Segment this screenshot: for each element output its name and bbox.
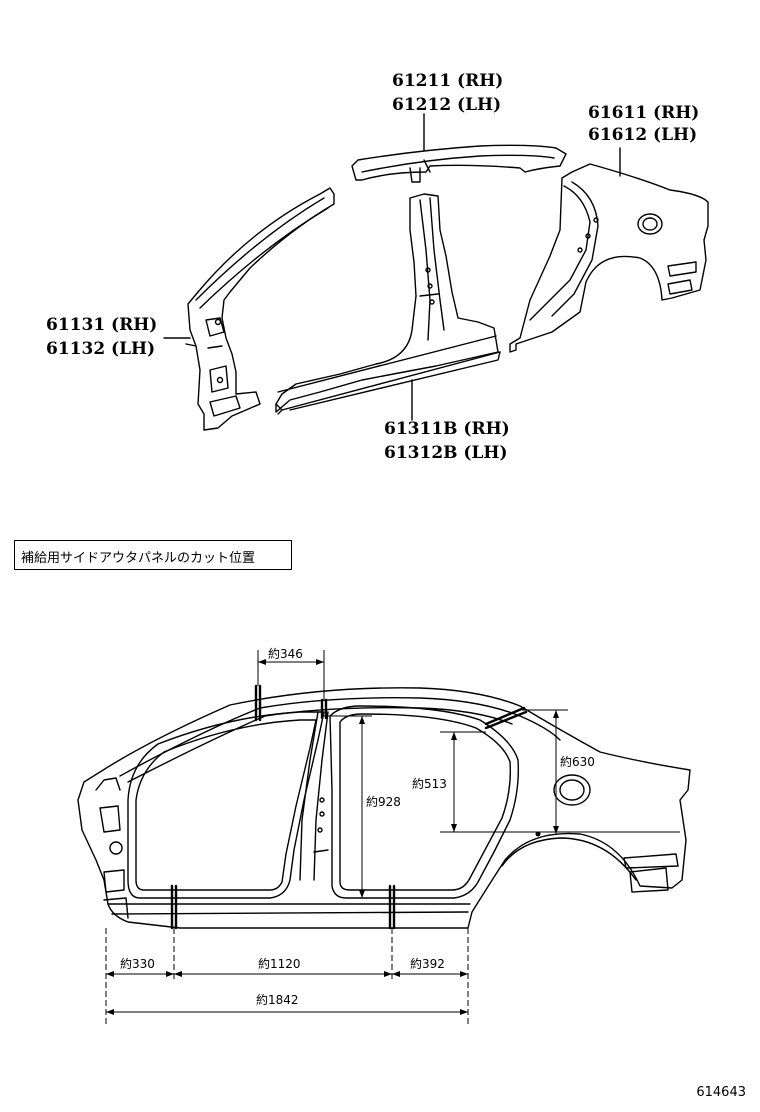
dim-330: 約330 [120, 956, 155, 971]
dim-630: 約630 [560, 754, 595, 769]
cut-position-note: 補給用サイドアウタパネルのカット位置 [21, 551, 256, 566]
illustration-reference-id: 614643 [696, 1085, 746, 1100]
label-61311b: 61311B (RH) [384, 419, 510, 439]
cut-lines [170, 684, 528, 930]
label-61612: 61612 (LH) [588, 125, 697, 145]
label-61132: 61132 (LH) [46, 339, 155, 359]
dim-1842: 約1842 [256, 992, 299, 1007]
dim-392: 約392 [410, 956, 445, 971]
roof-side-rail-part [351, 144, 567, 183]
dim-513: 約513 [412, 776, 447, 791]
dim-346: 約346 [268, 646, 303, 661]
rocker-panel-part [275, 193, 501, 415]
dim-1120: 約1120 [258, 956, 301, 971]
front-pillar-part [185, 187, 335, 431]
label-61212: 61212 (LH) [392, 95, 501, 115]
quarter-panel-part [509, 163, 709, 353]
label-61312b: 61312B (LH) [384, 443, 508, 463]
label-61611: 61611 (RH) [588, 103, 699, 123]
cut-position-note-box: 補給用サイドアウタパネルのカット位置 [14, 540, 292, 570]
label-61211: 61211 (RH) [392, 71, 503, 91]
dimension-arrowheads [106, 659, 559, 1015]
side-outer-panel-outline [77, 687, 691, 929]
dim-928: 約928 [366, 794, 401, 809]
label-61131: 61131 (RH) [46, 315, 157, 335]
dimension-lines [105, 650, 680, 1024]
